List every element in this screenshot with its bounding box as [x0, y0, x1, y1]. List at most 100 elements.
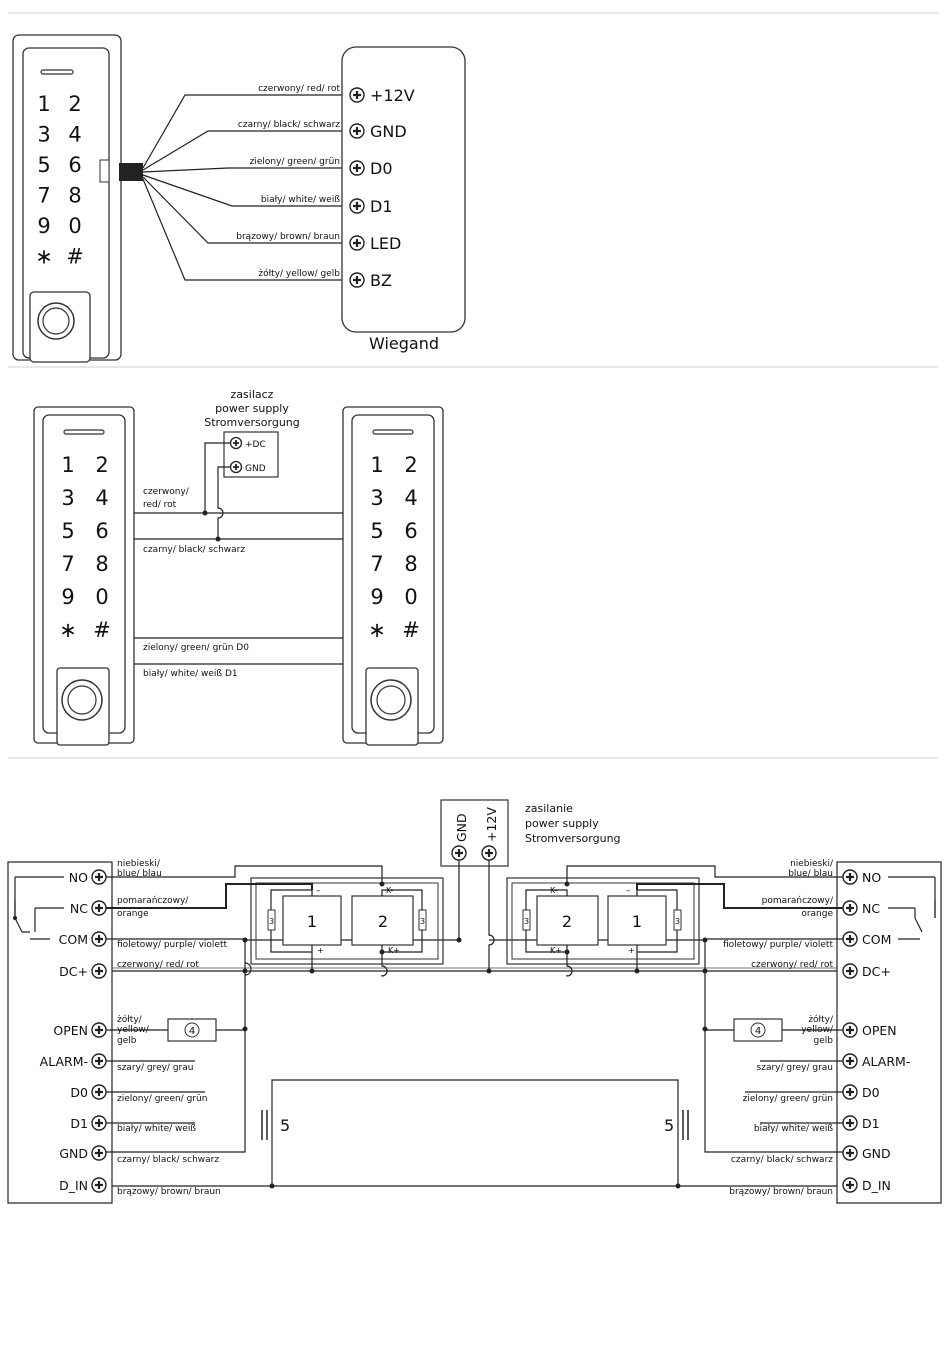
s2r-key-2: 3: [370, 486, 383, 510]
rw-din: brązowy/ brown/ braun: [729, 1187, 833, 1197]
s2l-key-5: 6: [95, 519, 108, 543]
right-terminal-6: D0: [862, 1085, 880, 1100]
svg-text:3: 3: [524, 917, 529, 926]
wiegand-terminal-0: +12V: [370, 86, 415, 105]
right-wiring: 4 5: [566, 865, 844, 1189]
rw-com: fioletowy/ purple/ violett: [723, 940, 833, 950]
svg-text:–: –: [626, 886, 631, 896]
psu-plus-dc: +DC: [245, 440, 266, 450]
psu-title-2: power supply: [215, 402, 289, 415]
svg-text:K+: K+: [388, 946, 400, 955]
lw-d1: biały/ white/ weiß: [117, 1124, 196, 1134]
wiegand-controller: [341, 46, 466, 333]
s1-key-7: 8: [68, 184, 81, 208]
psu-title-3: Stromversorgung: [204, 416, 300, 429]
rw-alarm: szary/ grey/ grau: [757, 1063, 833, 1073]
s2r-key-9: 0: [404, 585, 417, 609]
s1-key-8: 9: [37, 214, 50, 238]
lock-box-left: 1 2 3 3 – + K- K+: [250, 877, 444, 977]
s2r-key-1: 2: [404, 453, 417, 477]
lw-d0: zielony/ green/ grün: [117, 1094, 207, 1104]
psu3-gnd-label: GND: [454, 813, 469, 842]
right-terminal-2: COM: [862, 932, 891, 947]
svg-text:4: 4: [189, 1026, 195, 1037]
s1-key-5: 6: [68, 153, 81, 177]
s1-key-10: ∗: [35, 245, 53, 269]
wiegand-terminal-1: GND: [370, 122, 407, 141]
s2r-key-0: 1: [370, 453, 383, 477]
svg-text:+: +: [628, 946, 635, 955]
svg-text:K-: K-: [386, 886, 393, 895]
main-power-supply: GND +12V zasilanie power supply Stromver…: [440, 799, 621, 867]
wiegand-wire-label-0: czerwony/ red/ rot: [258, 84, 340, 94]
s2l-key-8: 9: [61, 585, 74, 609]
s1-key-2: 3: [37, 123, 50, 147]
s1-key-9: 0: [68, 214, 81, 238]
wiegand-terminal-3: D1: [370, 197, 393, 216]
s1-key-3: 4: [68, 123, 81, 147]
lock-2-right: [536, 895, 599, 946]
wiegand-terminal-5: BZ: [370, 271, 392, 290]
controller-label: Wiegand: [369, 334, 439, 353]
lw-dc: czerwony/ red/ rot: [117, 960, 199, 970]
svg-text:3: 3: [269, 917, 274, 926]
s2r-key-4: 5: [370, 519, 383, 543]
svg-text:4: 4: [755, 1026, 761, 1037]
svg-text:3: 3: [420, 917, 425, 926]
rw-open-1: żółty/: [808, 1014, 834, 1025]
svg-text:2: 2: [562, 912, 572, 931]
wiegand-wire-label-5: żółty/ yellow/ gelb: [258, 268, 340, 279]
right-terminal-4: OPEN: [862, 1023, 897, 1038]
wire-red-label-1: czerwony/: [143, 487, 190, 497]
s2r-key-6: 7: [370, 552, 383, 576]
reader-wires: [134, 442, 343, 665]
lw-gnd: czarny/ black/ schwarz: [117, 1155, 219, 1165]
psu-gnd: GND: [245, 464, 266, 474]
lw-open-1: żółty/: [117, 1014, 143, 1025]
lw-open-3: gelb: [117, 1036, 137, 1046]
lw-nc-1: pomarańczowy/: [117, 896, 189, 906]
wiegand-wires: [142, 94, 352, 281]
left-terminal-6: D0: [70, 1085, 88, 1100]
wiegand-wire-label-1: czarny/ black/ schwarz: [238, 120, 340, 130]
rw-no-2: blue/ blau: [788, 869, 833, 879]
wiegand-wire-label-3: biały/ white/ weiß: [261, 195, 340, 205]
s1-key-0: 1: [37, 92, 50, 116]
rw-d1: biały/ white/ weiß: [754, 1124, 833, 1134]
rw-no-1: niebieski/: [790, 859, 834, 869]
lock-box-right: 2 1 3 3 K- K+ – +: [506, 877, 700, 977]
left-terminal-9: D_IN: [59, 1178, 88, 1193]
right-terminal-3: DC+: [862, 964, 891, 979]
psu3-12v-label: +12V: [484, 807, 499, 842]
svg-text:1: 1: [307, 912, 317, 931]
svg-text:5: 5: [664, 1116, 674, 1135]
s2l-key-9: 0: [95, 585, 108, 609]
s2l-key-11: #: [93, 618, 111, 642]
svg-text:+: +: [317, 946, 324, 955]
svg-text:K+: K+: [550, 946, 562, 955]
wiegand-terminal-2: D0: [370, 159, 393, 178]
wire-black-label: czarny/ black/ schwarz: [143, 545, 245, 555]
s2l-key-7: 8: [95, 552, 108, 576]
s1-key-1: 2: [68, 92, 81, 116]
psu3-title-2: power supply: [525, 817, 599, 830]
rw-open-2: yellow/: [801, 1025, 834, 1035]
wire-green-label: zielony/ green/ grün D0: [143, 643, 249, 653]
svg-text:1: 1: [632, 912, 642, 931]
s2l-key-1: 2: [95, 453, 108, 477]
s2r-key-10: ∗: [368, 618, 386, 642]
psu3-title-1: zasilanie: [525, 802, 573, 815]
left-terminal-2: COM: [59, 932, 88, 947]
s2r-key-3: 4: [404, 486, 417, 510]
rw-dc: czerwony/ red/ rot: [751, 960, 833, 970]
right-terminal-5: ALARM-: [862, 1054, 910, 1069]
s2r-key-5: 6: [404, 519, 417, 543]
cable-bundle: [119, 163, 143, 181]
